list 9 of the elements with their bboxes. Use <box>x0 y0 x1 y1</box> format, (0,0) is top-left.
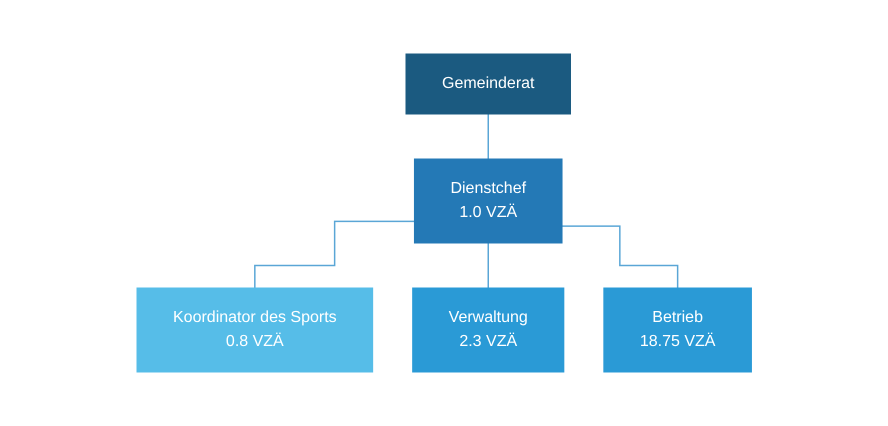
connector <box>254 220 414 289</box>
node-box: Gemeinderat <box>405 54 571 114</box>
connector <box>562 225 678 289</box>
node-box: Verwaltung 2.3 VZÄ <box>412 288 564 372</box>
connector <box>487 242 489 289</box>
node-box: Dienstchef 1.0 VZÄ <box>414 158 562 244</box>
node-box: Koordinator des Sports 0.8 VZÄ <box>136 288 373 372</box>
node-box: Betrieb 18.75 VZÄ <box>603 288 752 372</box>
connector <box>487 113 489 160</box>
